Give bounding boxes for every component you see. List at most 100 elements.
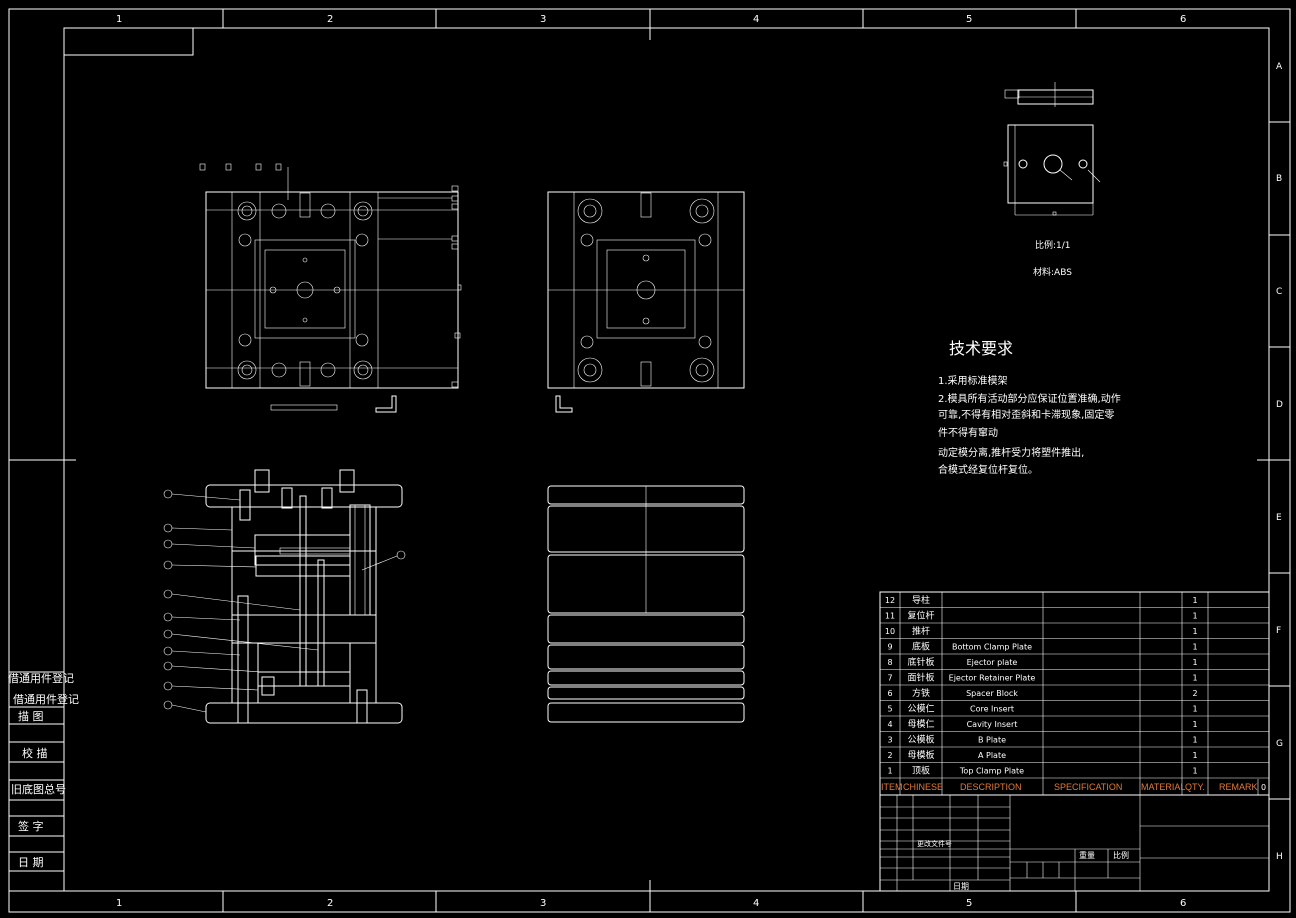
bom-item-number: 11 (885, 612, 895, 621)
tech-line: 2.模具所有活动部分应保证位置准确,动作 (938, 392, 1121, 405)
zone-labels-bottom: 1 2 3 4 5 6 (116, 898, 1186, 909)
zone-label: C (1276, 287, 1282, 297)
bom-quantity: 1 (1192, 720, 1197, 729)
scale-label: 比例:1/1 (1035, 239, 1071, 251)
bom-description: Core Insert (970, 705, 1014, 714)
bom-item-number: 7 (887, 674, 892, 683)
bom-chinese-name: 公模板 (907, 734, 934, 746)
bom-chinese-name: 复位杆 (907, 610, 934, 622)
guide-pin-hole (353, 360, 373, 380)
bom-description: Top Clamp Plate (959, 767, 1024, 776)
guide-pin-hole (353, 201, 373, 221)
guide-pin-hole (689, 357, 715, 383)
zone-label: 1 (116, 898, 122, 909)
bom-item-number: 10 (885, 627, 895, 636)
registration-title: 借通用件登记 (13, 692, 79, 706)
bom-item-number: 3 (887, 736, 892, 745)
zone-label: 6 (1180, 898, 1186, 909)
zone-label: 3 (540, 898, 546, 909)
title-date-label: 日期 (953, 882, 969, 891)
bom-quantity: 1 (1192, 736, 1197, 745)
tech-line: 可靠,不得有相对歪斜和卡滞现象,固定零 (938, 408, 1114, 421)
bom-header-item: ITEM (881, 782, 903, 792)
bom-item-number: 2 (887, 751, 892, 760)
technical-requirements: 技术要求 1.采用标准模架 2.模具所有活动部分应保证位置准确,动作 可靠,不得… (938, 339, 1121, 476)
zone-label: 3 (540, 14, 546, 25)
mold-section-view-right (547, 485, 745, 723)
zone-label: 4 (753, 898, 759, 909)
bom-quantity: 1 (1192, 674, 1197, 683)
bom-quantity: 1 (1192, 751, 1197, 760)
bom-quantity: 1 (1192, 767, 1197, 776)
zone-label: D (1276, 400, 1283, 410)
tech-line: 件不得有窜动 (938, 426, 998, 439)
tracing-label: 描 图 (18, 709, 44, 723)
bom-header-extra: 0 (1261, 783, 1266, 792)
tech-title: 技术要求 (949, 339, 1013, 358)
zone-label: 6 (1180, 14, 1186, 25)
guide-pin-hole (577, 357, 603, 383)
zone-label: F (1276, 626, 1281, 636)
zone-label: 5 (966, 14, 972, 25)
bom-item-number: 12 (885, 596, 895, 605)
bom-header-remark: REMARK (1219, 782, 1258, 792)
zone-label: B (1276, 174, 1282, 184)
mold-plan-view-right (547, 191, 745, 413)
tech-line: 1.采用标准模架 (938, 375, 1008, 387)
registration-title: 借通用件登记 (8, 671, 74, 685)
bom-quantity: 1 (1192, 612, 1197, 621)
bom-quantity: 1 (1192, 658, 1197, 667)
bom-item-number: 8 (887, 658, 892, 667)
bom-item-number: 6 (887, 689, 892, 698)
bom-chinese-name: 导柱 (912, 594, 930, 606)
mold-section-view (163, 469, 406, 724)
bom-chinese-name: 底针板 (907, 656, 934, 668)
zone-label: A (1276, 62, 1283, 72)
bom-description: Ejector plate (967, 658, 1018, 667)
mold-plan-view-left (199, 163, 462, 413)
bom-quantity: 1 (1192, 705, 1197, 714)
bom-quantity: 1 (1192, 627, 1197, 636)
drawing-frame (8, 8, 1291, 913)
zone-label: H (1276, 852, 1283, 862)
date-label: 日 期 (18, 856, 44, 869)
guide-pin-hole (689, 198, 715, 224)
zone-label: E (1276, 513, 1282, 523)
bom-description: A Plate (978, 751, 1006, 760)
bom-description: B Plate (978, 736, 1006, 745)
zone-label: 2 (327, 898, 333, 909)
tech-line: 动定模分离,推杆受力将塑件推出, (938, 446, 1084, 459)
bom-chinese-name: 底板 (912, 641, 930, 653)
bill-of-materials: ITEM CHINESE DESCRIPTION SPECIFICATION M… (879, 591, 1270, 796)
zone-label: G (1276, 739, 1283, 749)
check-label: 校 描 (22, 746, 48, 760)
bom-chinese-name: 顶板 (912, 765, 930, 777)
bom-quantity: 1 (1192, 596, 1197, 605)
tech-line: 合模式经复位杆复位。 (938, 463, 1038, 476)
bom-header-specification: SPECIFICATION (1054, 782, 1122, 792)
bom-description: Cavity Insert (967, 720, 1018, 729)
bom-chinese-name: 母模板 (907, 749, 934, 761)
change-doc-label: 更改文件号 (917, 839, 952, 848)
bom-header-chinese: CHINESE (903, 782, 943, 792)
bom-description: Ejector Retainer Plate (949, 674, 1036, 683)
side-registration-block: 借通用件登记 借通用件登记 描 图 校 描 旧底图总号 签 字 日 期 (8, 671, 79, 892)
bom-chinese-name: 公模仁 (907, 703, 934, 715)
weight-label: 重量 (1079, 850, 1095, 860)
bom-quantity: 1 (1192, 643, 1197, 652)
guide-pin-hole (237, 360, 257, 380)
bom-item-number: 4 (887, 720, 892, 729)
zone-label: 5 (966, 898, 972, 909)
bom-chinese-name: 面针板 (907, 672, 934, 684)
bom-quantity: 2 (1192, 689, 1197, 698)
bom-chinese-name: 方铁 (912, 687, 930, 699)
guide-pin-hole (237, 201, 257, 221)
zone-label: 2 (327, 14, 333, 25)
part-view: 比例:1/1 材料:ABS (1003, 82, 1101, 278)
bom-header-material: MATERIAL (1141, 782, 1185, 792)
zone-label: 1 (116, 14, 122, 25)
bom-item-number: 1 (887, 767, 892, 776)
bom-chinese-name: 推杆 (912, 625, 930, 637)
bom-header-description: DESCRIPTION (960, 782, 1022, 792)
zone-labels-right: A B C D E F G H (1276, 62, 1283, 862)
